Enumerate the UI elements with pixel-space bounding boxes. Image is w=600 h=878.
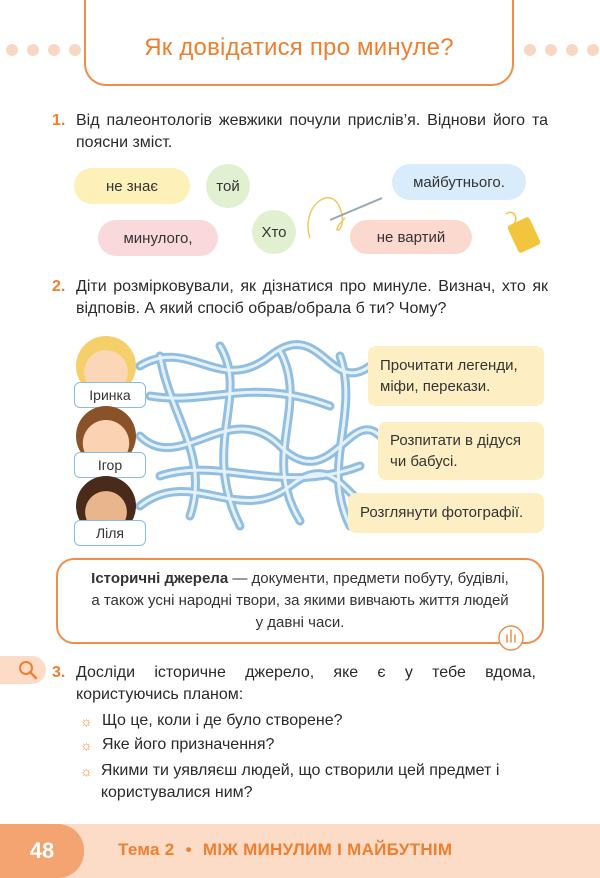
page-number: 48 [0, 824, 84, 878]
footer-section-title: МІЖ МИНУЛИМ І МАЙБУТНІМ [202, 840, 453, 859]
child-name-lilia: Ліля [74, 520, 146, 546]
decorative-dots-left [6, 44, 81, 56]
word-circle-toi: той [206, 164, 250, 208]
answer-photos: Розглянути фотографії. [348, 493, 544, 533]
word-pill-ne-vartyi: не вартий [350, 220, 472, 254]
footer-topic-label: Тема 2 [118, 840, 175, 859]
child-irynka: Іринка [74, 336, 146, 408]
page-title: Як довідатися про минуле? [144, 34, 454, 61]
tangled-maze [135, 340, 385, 531]
needle-thread-icon [307, 197, 383, 239]
task-2: 2. Діти розмірковували, як дізнатися про… [52, 276, 548, 320]
plan-bullet-3-text: Якими ти уявляєш людей, що створили цей … [100, 762, 500, 801]
pointing-hand-icon [498, 625, 524, 651]
plan-bullet-2: ☼ Яке його призначення? [80, 734, 274, 756]
sun-bullet-icon: ☼ [80, 763, 93, 779]
thread-spool-icon [505, 211, 541, 253]
definition-box: Історичні джерела — документи, предмети … [56, 558, 544, 644]
task-3-text: Досліди історичне джерело, яке є у тебе … [76, 664, 536, 703]
task-2-text: Діти розмірковували, як дізнатися про ми… [76, 278, 548, 317]
plan-bullet-1-text: Що це, коли і де було створене? [102, 712, 343, 729]
plan-bullet-2-text: Яке його призначення? [102, 736, 275, 753]
word-pill-mynuloho: минулого, [98, 220, 218, 256]
task-2-number: 2. [52, 278, 66, 295]
definition-text: Історичні джерела — документи, предмети … [88, 568, 512, 634]
child-ihor: Ігор [74, 406, 146, 478]
child-lilia: Ліля [74, 476, 146, 546]
sun-bullet-icon: ☼ [80, 737, 93, 753]
plan-bullet-1: ☼ Що це, коли і де було створене? [80, 710, 343, 732]
magnifier-icon [19, 661, 38, 680]
footer-separator: • [185, 840, 192, 859]
task-3: 3. Досліди історичне джерело, яке є у те… [52, 662, 548, 706]
definition-term: Історичні джерела [91, 570, 229, 587]
answer-legends: Прочитати легенди, міфи, перекази. [368, 346, 544, 406]
footer-bar [0, 824, 600, 878]
task-1: 1. Від палеонтологів жевжики почули прис… [52, 110, 548, 154]
task-3-number: 3. [52, 664, 66, 681]
footer-topic: Тема 2 • МІЖ МИНУЛИМ І МАЙБУТНІМ [118, 840, 452, 860]
task-1-text: Від палеонтологів жевжики почули прислів… [76, 112, 548, 151]
definition-body: — документи, предмети побуту, будівлі, а… [91, 570, 509, 631]
task-1-number: 1. [52, 112, 66, 129]
answer-grandparents: Розпитати в дідуся чи бабусі. [378, 422, 544, 480]
child-name-ihor: Ігор [74, 452, 146, 478]
sun-bullet-icon: ☼ [80, 713, 93, 729]
word-pill-maibutnoho: майбутнього. [392, 164, 526, 200]
word-pill-ne-znaie: не знає [74, 168, 190, 204]
decorative-dots-right [524, 44, 599, 56]
research-marker [0, 656, 46, 684]
child-name-irynka: Іринка [74, 382, 146, 408]
word-circle-khto: Хто [252, 210, 296, 254]
title-box: Як довідатися про минуле? [84, 0, 514, 86]
plan-bullet-3: ☼ Якими ти уявляєш людей, що створили це… [80, 760, 540, 804]
